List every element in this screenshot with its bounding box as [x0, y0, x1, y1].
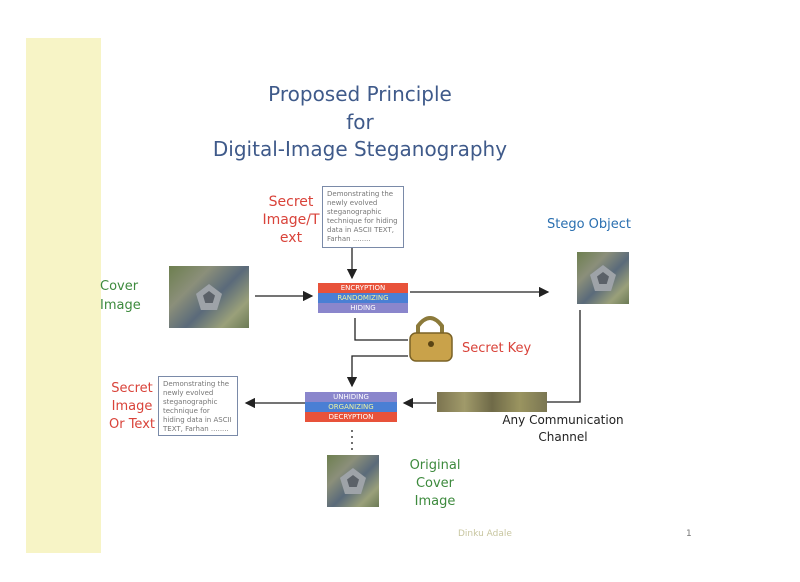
title-line-1: Proposed Principle	[268, 82, 452, 106]
secret-input-line-1: Secret	[268, 194, 314, 210]
footer-author: Dinku Adale	[458, 529, 512, 539]
channel-image	[437, 392, 547, 412]
original-cover-label: Original Cover Image	[404, 457, 466, 511]
yellow-side-bar	[26, 38, 101, 553]
cover-image-thumbnail	[169, 266, 249, 328]
secret-output-label: Secret Image Or Text	[104, 380, 160, 434]
secret-output-note: Demonstrating the newly evolved steganog…	[158, 376, 238, 436]
band-randomizing: RANDOMIZING	[318, 293, 408, 303]
original-line-2: Cover	[415, 476, 455, 491]
secret-key-label: Secret Key	[462, 341, 532, 356]
title-line-2: for	[346, 110, 374, 134]
secret-input-note: Demonstrating the newly evolved steganog…	[322, 186, 404, 248]
secret-input-line-2: Image/T	[262, 212, 320, 228]
pentagon-courtyard	[347, 475, 359, 487]
secret-output-line-3: Or Text	[108, 417, 155, 432]
original-cover-thumbnail	[327, 455, 379, 507]
channel-label: Any Communication Channel	[497, 412, 629, 446]
band-organizing: ORGANIZING	[305, 402, 397, 412]
original-line-1: Original	[409, 458, 461, 473]
cover-label-line-1: Cover	[100, 279, 139, 294]
cover-label-line-2: Image	[100, 298, 141, 313]
stego-object-thumbnail	[577, 252, 629, 304]
secret-output-line-2: Image	[111, 399, 153, 414]
decode-block: UNHIDING ORGANIZING DECRYPTION	[305, 392, 397, 422]
secret-input-line-3: ext	[279, 230, 303, 246]
arrow-stego-to-channel	[545, 310, 581, 403]
original-line-3: Image	[414, 494, 456, 509]
band-hiding: HIDING	[318, 303, 408, 313]
arrow-encode-to-key	[354, 318, 408, 341]
encode-block: ENCRYPTION RANDOMIZING HIDING	[318, 283, 408, 313]
band-decryption: DECRYPTION	[305, 412, 397, 422]
title-line-3: Digital-Image Steganography	[212, 137, 508, 161]
page-number: 1	[686, 529, 692, 539]
pentagon-courtyard	[597, 272, 609, 284]
arrow-key-to-decode	[346, 355, 408, 388]
secret-output-line-1: Secret	[111, 381, 153, 396]
channel-line-1: Any Communication	[502, 413, 624, 427]
stego-object-label: Stego Object	[547, 217, 632, 232]
channel-line-2: Channel	[538, 430, 588, 444]
band-unhiding: UNHIDING	[305, 392, 397, 402]
cover-image-label: Cover Image	[100, 277, 141, 315]
band-encryption: ENCRYPTION	[318, 283, 408, 293]
secret-input-label: Secret Image/T ext	[262, 193, 320, 247]
pentagon-courtyard	[203, 291, 215, 303]
